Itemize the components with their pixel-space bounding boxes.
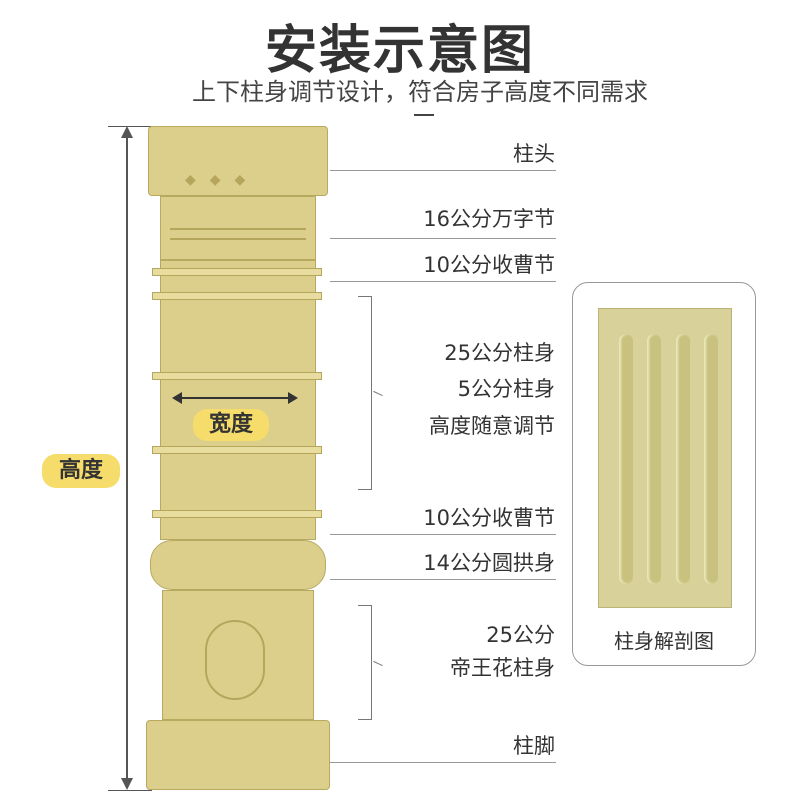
width-badge: 宽度 [193,409,269,441]
separator [330,170,556,171]
column-capital [148,126,328,196]
cross-section-caption: 柱身解剖图 [614,629,714,653]
height-arrow-head-top [121,126,133,138]
label-flower-name: 帝王花柱身 [450,656,555,680]
bracket-body [358,296,372,490]
bracket-flower [358,605,372,720]
height-arrow-head-bottom [121,778,133,790]
width-arrow [178,397,290,399]
height-dimension-line [108,790,152,791]
label-wanzi: 16公分万字节 [423,207,555,231]
flower-ornament [205,620,265,700]
cross-section-panel: 柱身解剖图 [572,282,756,666]
label-body-5: 5公分柱身 [457,377,555,401]
separator [330,534,556,535]
rib [619,334,633,584]
band [152,268,322,276]
separator [330,762,556,763]
column-arch [150,540,326,590]
wanzi-pattern [170,228,306,240]
height-arrow [126,130,128,786]
band [152,446,322,454]
rib [647,334,661,584]
label-body-adjust: 高度随意调节 [429,414,555,438]
separator [330,238,556,239]
label-flower-25: 25公分 [486,623,555,647]
band [152,292,322,300]
separator [330,579,556,580]
label-capital: 柱头 [513,142,555,166]
page-title: 安装示意图 [264,21,535,81]
subtitle: 上下柱身调节设计，符合房子高度不同需求 [192,78,648,106]
label-groove-bottom: 10公分收曹节 [423,506,555,530]
cross-section-mold-image [598,308,732,608]
label-groove-top: 10公分收曹节 [423,253,555,277]
divider [414,114,434,116]
diamond-ornaments: ◆◆◆ [185,172,260,188]
band [152,372,322,380]
column-base [146,720,330,790]
width-arrow-head-right [288,392,298,404]
label-arch: 14公分圆拱身 [423,551,555,575]
label-base: 柱脚 [513,734,555,758]
rib [704,334,718,584]
band [152,510,322,518]
width-arrow-head-left [172,392,182,404]
label-body-25: 25公分柱身 [444,341,555,365]
separator [330,281,556,282]
height-badge: 高度 [42,454,120,488]
rib [676,334,690,584]
